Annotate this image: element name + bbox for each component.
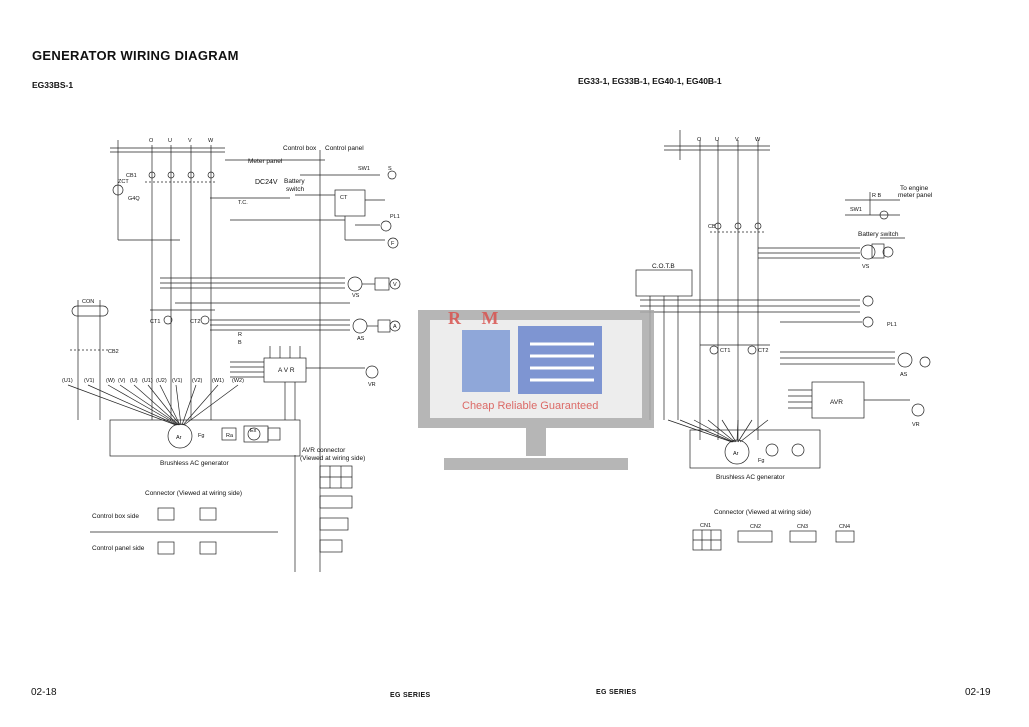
left-con-label: CON bbox=[82, 299, 94, 305]
right-ct2-label: CT2 bbox=[758, 348, 768, 354]
left-terminal-o: O bbox=[149, 138, 154, 144]
right-to-engine-label-1: To engine bbox=[900, 185, 929, 192]
left-wire-7: (U2) bbox=[156, 378, 167, 384]
left-v-label: V bbox=[393, 282, 397, 288]
right-terminal-u: U bbox=[715, 137, 719, 143]
left-f-label: F bbox=[391, 241, 395, 247]
left-ct-label: CT bbox=[340, 195, 348, 201]
left-s-label: S bbox=[388, 166, 392, 172]
left-fg-label: Fg bbox=[198, 433, 204, 439]
left-cb1-label: CB1 bbox=[126, 173, 137, 179]
right-vr-label: VR bbox=[912, 422, 920, 428]
left-vr-label: VR bbox=[368, 382, 376, 388]
right-pl1-label: PL1 bbox=[887, 322, 897, 328]
left-ar-label: Ar bbox=[176, 435, 182, 441]
right-as-label: AS bbox=[900, 372, 908, 378]
left-zct-label: ZCT bbox=[118, 179, 129, 185]
left-battery-switch-label-1: Battery bbox=[284, 178, 305, 185]
left-wire-3: (W) bbox=[106, 378, 115, 384]
left-terminal-w: W bbox=[208, 138, 214, 144]
left-series-label: EG SERIES bbox=[390, 692, 431, 699]
left-avr-connector-label-1: AVR connector bbox=[302, 447, 346, 454]
left-tc-label: T.C. bbox=[238, 200, 248, 206]
left-wire-10: (W1) bbox=[212, 378, 224, 384]
left-ex-label: Ex bbox=[250, 428, 257, 434]
right-avr-label: AVR bbox=[830, 399, 843, 406]
left-ct1-label: CT1 bbox=[150, 319, 160, 325]
left-wire-6: (U1) bbox=[142, 378, 153, 384]
left-battery-switch-label-2: switch bbox=[286, 186, 304, 193]
page-title: GENERATOR WIRING DIAGRAM bbox=[32, 48, 239, 63]
right-vs-label: VS bbox=[862, 264, 870, 270]
watermark-logo: R M Cheap Reliable Guaranteed bbox=[418, 300, 654, 478]
left-a-label: A bbox=[393, 324, 397, 330]
left-wire-1: (U1) bbox=[62, 378, 73, 384]
left-connector-title: Connector (Viewed at wiring side) bbox=[145, 490, 242, 497]
right-terminal-v: V bbox=[735, 137, 739, 143]
left-wire-8: (V1) bbox=[172, 378, 183, 384]
left-vs-label: VS bbox=[352, 293, 360, 299]
left-avr-label: A V R bbox=[278, 367, 295, 374]
right-fg-label: Fg bbox=[758, 458, 764, 464]
right-cn2-label: CN2 bbox=[750, 524, 761, 530]
left-wire-11: (W2) bbox=[232, 378, 244, 384]
right-model-label: EG33-1, EG33B-1, EG40-1, EG40B-1 bbox=[578, 76, 722, 86]
right-cn1-label: CN1 bbox=[700, 523, 711, 529]
right-battery-switch-label: Battery switch bbox=[858, 231, 899, 238]
left-as-label: AS bbox=[357, 336, 365, 342]
left-ct2-label: CT2 bbox=[190, 319, 200, 325]
left-dc24v-label: DC24V bbox=[255, 179, 278, 186]
watermark-letters: R M bbox=[448, 308, 507, 328]
right-cb-label: CB bbox=[708, 224, 716, 230]
right-ar-label: Ar bbox=[733, 451, 739, 457]
left-cb2-label: CB2 bbox=[108, 349, 119, 355]
left-g4q-label: G4Q bbox=[128, 196, 140, 202]
left-control-panel-side-label: Control panel side bbox=[92, 545, 145, 552]
left-b-label: B bbox=[238, 340, 242, 346]
left-wire-2: (V1) bbox=[84, 378, 95, 384]
left-r-label: R bbox=[238, 332, 242, 338]
left-meter-panel-label: Meter panel bbox=[248, 158, 283, 165]
left-control-box-label: Control box bbox=[283, 145, 317, 152]
right-to-engine-label-2: meter panel bbox=[898, 192, 933, 199]
left-sw1-label: SW1 bbox=[358, 166, 370, 172]
left-pl1-label: PL1 bbox=[390, 214, 400, 220]
right-cotb-label: C.O.T.B bbox=[652, 263, 675, 270]
left-control-panel-label: Control panel bbox=[325, 145, 364, 152]
right-terminal-o: O bbox=[697, 137, 702, 143]
watermark-tagline: Cheap Reliable Guaranteed bbox=[462, 400, 599, 412]
left-wire-9: (V2) bbox=[192, 378, 203, 384]
right-cn3-label: CN3 bbox=[797, 524, 808, 530]
left-generator-label: Brushless AC generator bbox=[160, 460, 229, 467]
left-page-number: 02-18 bbox=[31, 687, 57, 698]
left-model-label: EG33BS-1 bbox=[32, 80, 74, 90]
right-rb-label: R B bbox=[872, 193, 882, 199]
left-control-box-side-label: Control box side bbox=[92, 513, 139, 520]
left-terminal-u: U bbox=[168, 138, 172, 144]
left-avr-connector-label-2: (Viewed at wiring side) bbox=[300, 455, 365, 462]
right-series-label: EG SERIES bbox=[596, 689, 637, 696]
right-page-number: 02-19 bbox=[965, 687, 991, 698]
left-wire-4: (V) bbox=[118, 378, 126, 384]
right-connector-title: Connector (Viewed at wiring side) bbox=[714, 509, 811, 516]
right-ct1-label: CT1 bbox=[720, 348, 730, 354]
left-wire-5: (U) bbox=[130, 378, 138, 384]
right-cn4-label: CN4 bbox=[839, 524, 850, 530]
right-terminal-w: W bbox=[755, 137, 761, 143]
left-terminal-v: V bbox=[188, 138, 192, 144]
right-generator-label: Brushless AC generator bbox=[716, 474, 785, 481]
left-ra-label: Ra bbox=[226, 433, 234, 439]
right-sw1-label: SW1 bbox=[850, 207, 862, 213]
